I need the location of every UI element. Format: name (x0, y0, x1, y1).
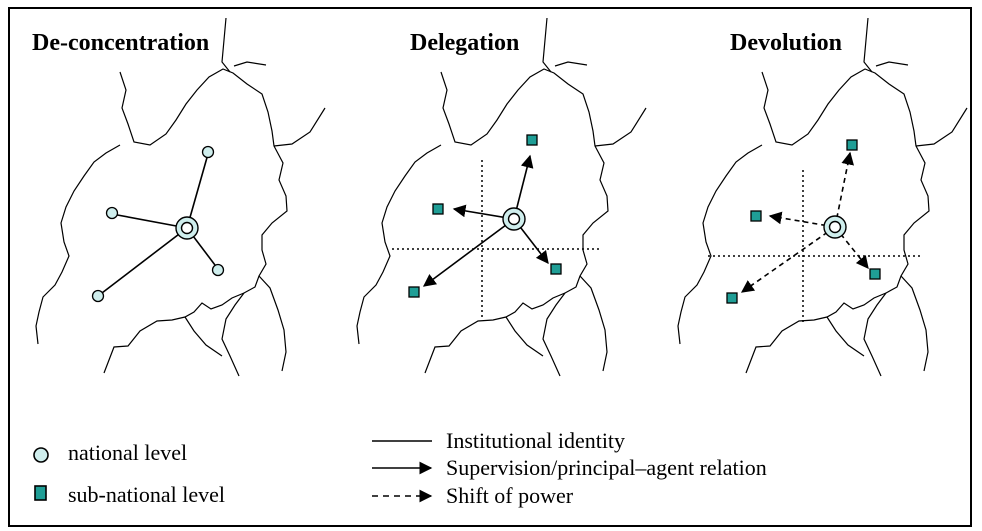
legend-national-label: national level (68, 440, 188, 465)
subnational-node (201, 145, 215, 159)
panel-devolution (677, 17, 968, 377)
national-node (175, 216, 199, 240)
subnational-node (408, 286, 420, 298)
legend-shift-label: Shift of power (446, 483, 574, 508)
subnational-squares (408, 134, 562, 298)
shift-arrow-to-southwest (740, 226, 836, 293)
subnational-squares (726, 139, 881, 304)
legend-subnational-label: sub-national level (68, 482, 226, 507)
region-dividers (392, 160, 600, 318)
legend-subnational-symbol (34, 485, 47, 501)
panel-title-deconcentration: De-concentration (32, 30, 210, 56)
subnational-node (846, 139, 858, 151)
subnational-node (550, 263, 562, 275)
panel-deconcentration (35, 17, 326, 377)
subnational-node (750, 210, 762, 222)
subnational-node (726, 292, 738, 304)
map-outline (35, 17, 326, 377)
legend-supervision-label: Supervision/principal–agent relation (446, 455, 767, 480)
subnational-node (869, 268, 881, 280)
subnational-node (211, 263, 225, 277)
panel-title-delegation: Delegation (410, 30, 520, 56)
map-outline (356, 17, 647, 377)
national-node (823, 215, 847, 239)
figure-frame (8, 7, 972, 527)
subnational-node (432, 203, 444, 215)
arrow-to-southwest (422, 218, 515, 287)
panel-delegation (356, 17, 647, 377)
link-to-north (186, 153, 209, 229)
link-to-west (111, 213, 188, 229)
panel-title-devolution: Devolution (730, 30, 843, 56)
subnational-circles (91, 145, 225, 303)
national-node (502, 207, 526, 231)
institutional-links (97, 153, 219, 297)
link-to-southwest (97, 227, 188, 297)
supervision-arrows (422, 154, 549, 287)
shift-arrows (740, 151, 869, 293)
subnational-node (91, 289, 105, 303)
legend-symbols (33, 440, 433, 503)
shift-arrow-to-north (834, 151, 854, 228)
legend-national-symbol (33, 447, 49, 463)
subnational-node (105, 206, 119, 220)
map-outline (677, 17, 968, 377)
region-dividers (708, 170, 922, 322)
subnational-node (526, 134, 538, 146)
legend-institutional-label: Institutional identity (446, 428, 626, 453)
